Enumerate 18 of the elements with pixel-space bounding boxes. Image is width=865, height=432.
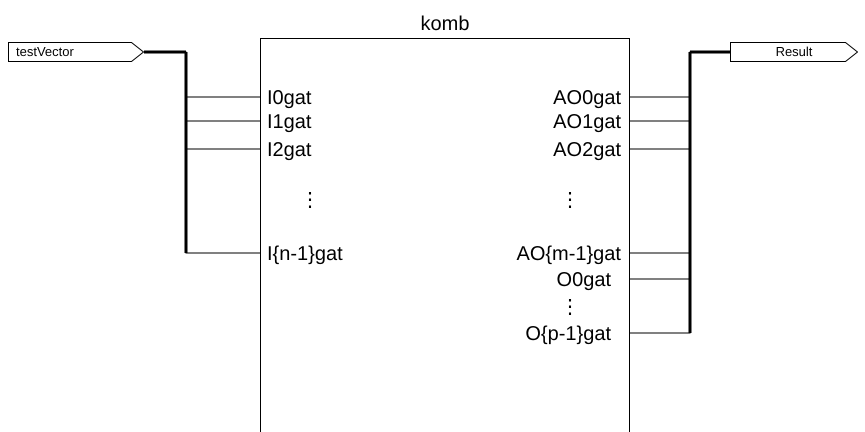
pin-label: O0gat [556, 268, 629, 292]
port-connector: testVector [8, 42, 144, 62]
bus-trunk [688, 50, 732, 334]
pin-label: AO{m-1}gat [516, 242, 629, 266]
pin-label: AO1gat [553, 110, 629, 134]
port-connector: Result [730, 42, 858, 62]
pin-label: I{n-1}gat [261, 242, 343, 266]
vertical-ellipsis: ⋮ [560, 188, 580, 212]
vertical-ellipsis: ⋮ [300, 188, 320, 212]
pin-label: I0gat [261, 86, 312, 110]
pin-label: I1gat [261, 110, 312, 134]
pin-label: AO0gat [553, 86, 629, 110]
pin-label: I2gat [261, 138, 312, 162]
block-title: komb [420, 12, 470, 36]
bus-trunk [142, 50, 188, 254]
pin-label: O{p-1}gat [525, 322, 629, 346]
vertical-ellipsis: ⋮ [560, 295, 580, 319]
pin-label: AO2gat [553, 138, 629, 162]
